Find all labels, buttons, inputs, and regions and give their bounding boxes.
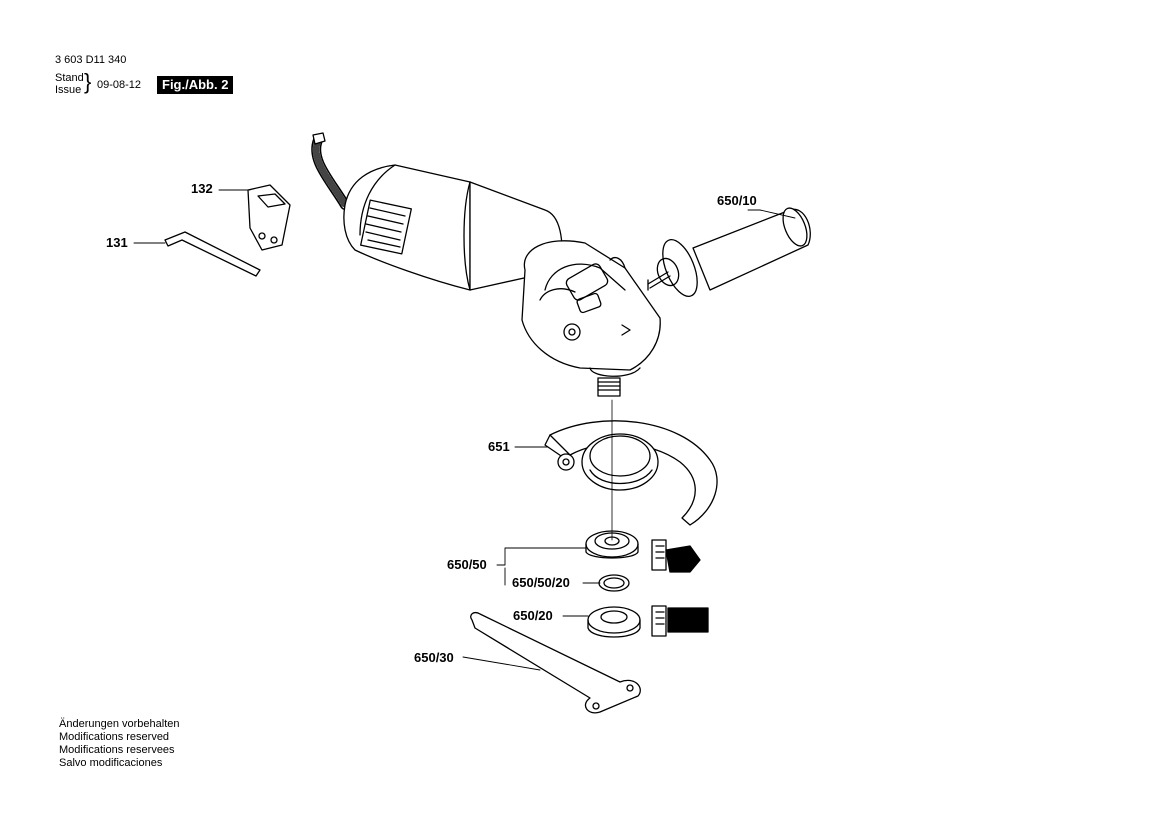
part-label-651: 651 [488,439,510,454]
bracket-132 [247,184,291,251]
side-handle [647,207,811,297]
part-label-650-20: 650/20 [513,608,553,623]
spanner-650-30 [470,611,641,714]
note-line: Modifications reserved [59,731,170,743]
note-line: Modifications reservees [59,744,175,756]
figure-label: Fig./Abb. 2 [157,76,234,94]
hand-tighten-icon [651,539,701,573]
part-label-132: 132 [191,181,213,196]
issue-label: Issue [55,84,82,96]
issue-date: 09-08-12 [97,79,142,91]
leader-lines [133,189,796,671]
wheel-guard [544,420,718,526]
clamping-nut-650-50 [585,530,639,559]
vent-slots [360,199,412,255]
flange-650-20 [587,606,641,638]
note-line: Änderungen vorbehalten [59,718,180,730]
stand-label: Stand [55,72,84,84]
part-label-650-50: 650/50 [447,557,487,572]
document-number: 3 603 D11 340 [55,54,127,66]
grinder-body [343,164,661,397]
hex-key-131 [164,231,261,277]
modification-notes: Änderungen vorbehalten Modifications res… [59,718,179,770]
part-label-131: 131 [106,235,128,250]
wrench-tighten-icon [651,605,709,637]
part-label-650-30: 650/30 [414,650,454,665]
note-line: Salvo modificaciones [59,757,163,769]
brace-symbol: } [84,69,92,94]
part-label-650-10: 650/10 [717,193,757,208]
o-ring [598,574,630,592]
part-label-650-50-20: 650/50/20 [512,575,570,590]
power-cable [311,132,350,210]
